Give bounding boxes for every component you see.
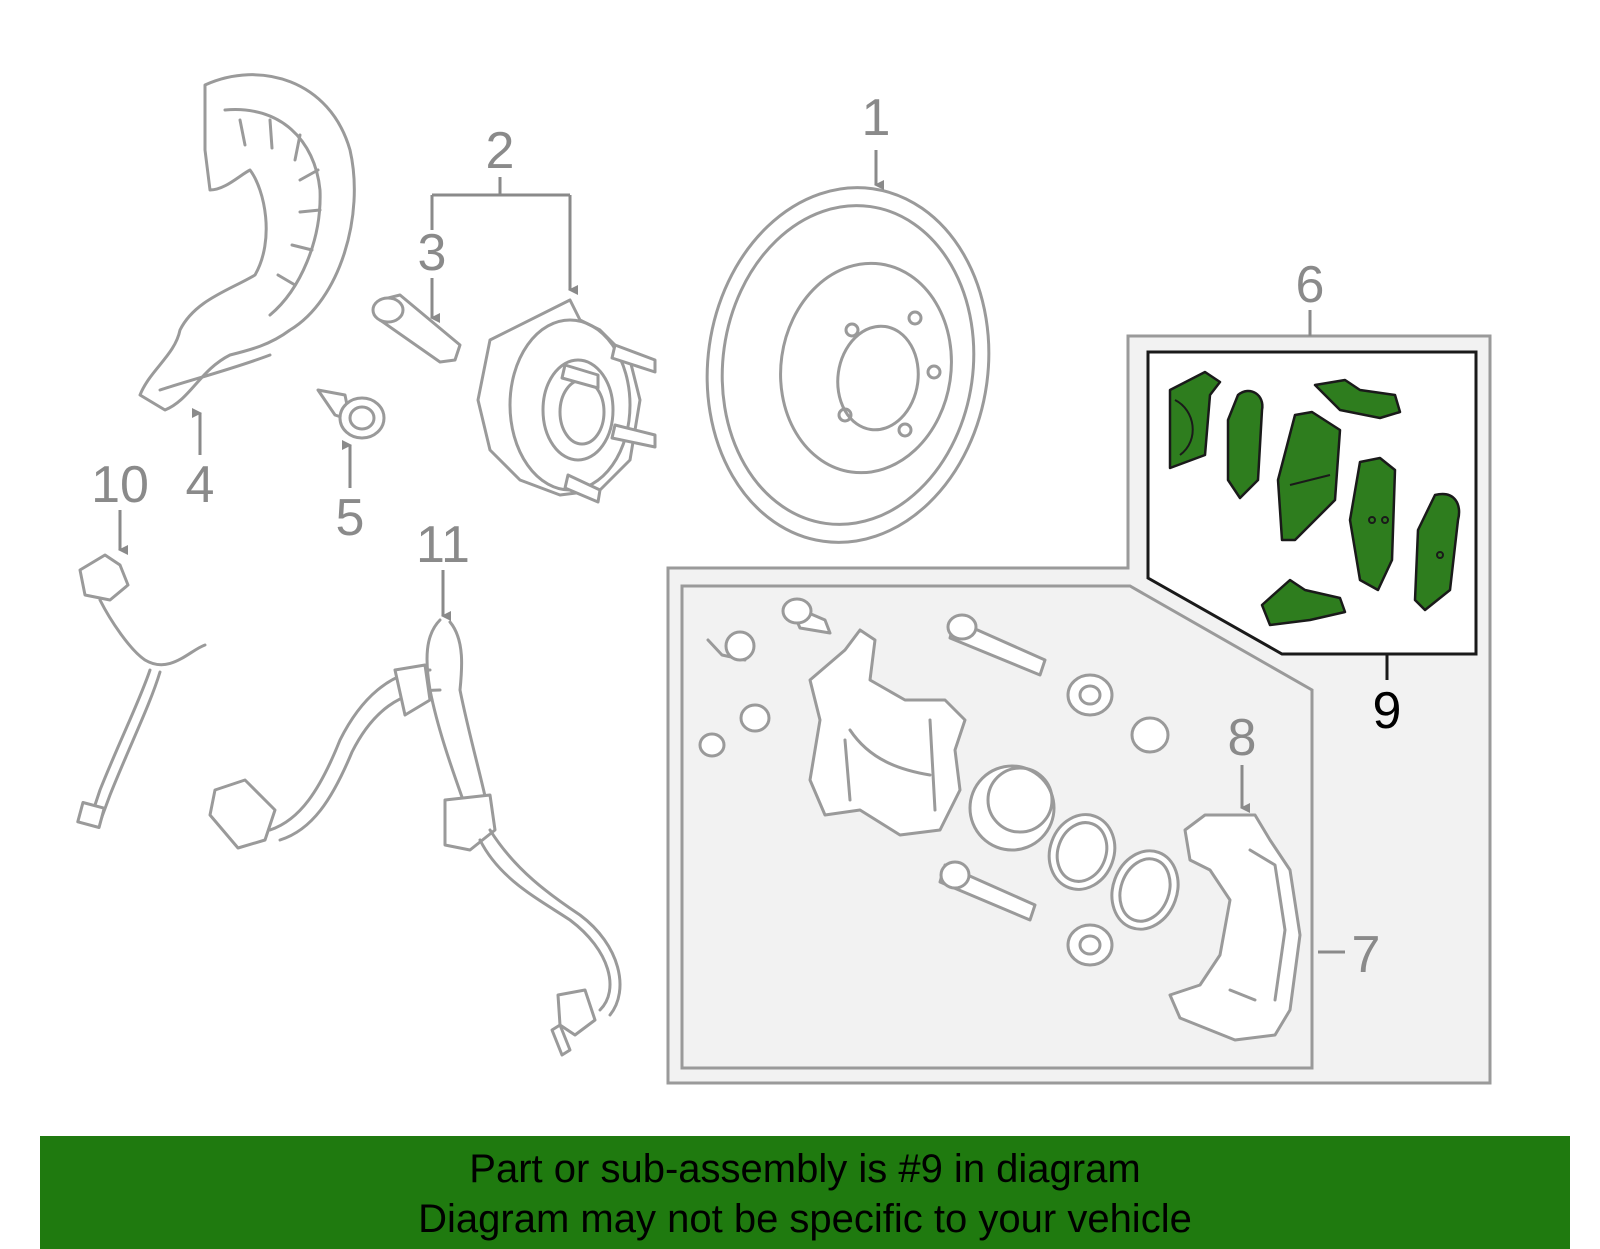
callout-7: 7 — [1352, 926, 1381, 984]
callout-10: 10 — [91, 456, 149, 514]
dust-shield-part — [138, 73, 356, 412]
callout-6: 6 — [1296, 256, 1325, 314]
caliper-bracket-part — [1168, 813, 1302, 1042]
piston-seal-parts — [968, 764, 1180, 931]
caliper-body-part — [808, 628, 967, 837]
callout-3: 3 — [418, 224, 447, 282]
hub-bearing-part — [476, 298, 657, 504]
banner-line-1: Part or sub-assembly is #9 in diagram — [469, 1147, 1141, 1191]
part-info-banner: Part or sub-assembly is #9 in diagram Di… — [40, 1136, 1570, 1249]
callout-5: 5 — [336, 489, 365, 547]
wheel-stud-part — [371, 293, 462, 364]
callout-9: 9 — [1373, 682, 1402, 740]
abs-sensor-part — [208, 618, 622, 1057]
bolt-part — [316, 388, 386, 440]
banner-line-2: Diagram may not be specific to your vehi… — [418, 1197, 1192, 1241]
callout-11: 11 — [416, 516, 470, 574]
leader-lines — [118, 150, 1389, 954]
brake-pad-kit-highlight — [1168, 370, 1461, 627]
brake-rotor-part — [705, 186, 991, 544]
caliper-small-parts — [698, 597, 1170, 967]
callout-4: 4 — [186, 456, 215, 514]
callout-1: 1 — [862, 89, 891, 147]
callout-8: 8 — [1228, 709, 1257, 767]
callout-2: 2 — [486, 122, 515, 180]
sensor-harness-part — [76, 553, 207, 830]
